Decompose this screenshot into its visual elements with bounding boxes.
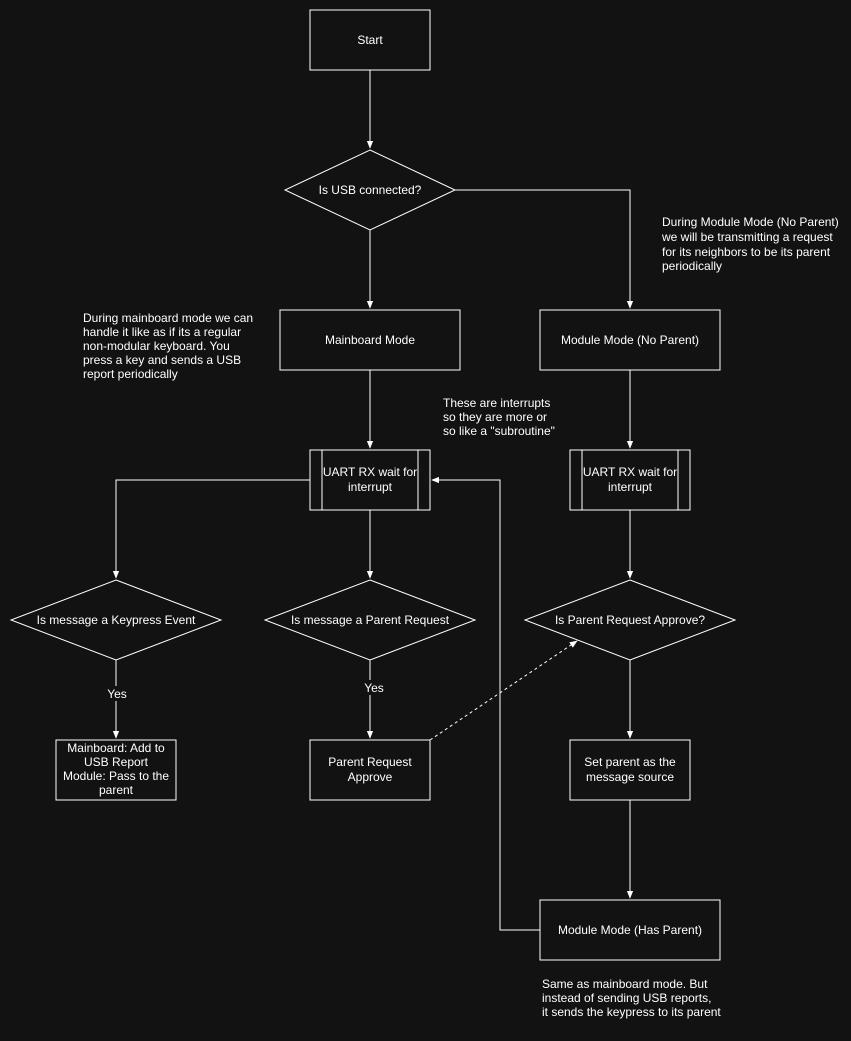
node-keypress-check: Is message a Keypress Event [9, 579, 223, 661]
svg-text:Start: Start [357, 33, 383, 47]
svg-text:message source: message source [586, 770, 674, 784]
node-mainboard-mode: Mainboard Mode [279, 309, 461, 371]
nodes: Start Is USB connected? Mainboard Mode M… [9, 9, 737, 961]
edge-dashed-approve [429, 640, 578, 741]
svg-text:Module Mode (No Parent): Module Mode (No Parent) [561, 333, 699, 347]
edge-usb-to-module [455, 189, 634, 309]
svg-text:interrupt: interrupt [348, 480, 393, 494]
svg-text:parent: parent [99, 783, 134, 797]
node-add-to-report: Mainboard: Add to USB Report Module: Pas… [55, 739, 177, 801]
node-usb-check: Is USB connected? [283, 149, 457, 231]
node-start: Start [309, 9, 431, 71]
svg-text:instead of sending USB reports: instead of sending USB reports, [542, 991, 711, 1005]
svg-text:Approve: Approve [348, 770, 393, 784]
svg-text:so they are more or: so they are more or [443, 410, 547, 424]
svg-text:handle it like as if its a reg: handle it like as if its a regular [83, 325, 241, 339]
svg-text:Same as mainboard mode. But: Same as mainboard mode. But [542, 977, 708, 991]
node-module-mode-no-parent: Module Mode (No Parent) [539, 309, 721, 371]
svg-text:Mainboard Mode: Mainboard Mode [325, 333, 415, 347]
node-parent-request-approve: Parent Request Approve [309, 739, 431, 801]
svg-text:During mainboard mode we can: During mainboard mode we can [83, 311, 253, 325]
svg-text:UART RX wait for: UART RX wait for [323, 465, 417, 479]
svg-text:Module: Pass to the: Module: Pass to the [63, 769, 169, 783]
svg-text:periodically: periodically [662, 259, 722, 273]
svg-text:These are interrupts: These are interrupts [443, 396, 550, 410]
edge-has-parent-to-uart [431, 476, 540, 931]
svg-text:Module Mode (Has Parent): Module Mode (Has Parent) [558, 923, 702, 937]
node-uart-rx-right: UART RX wait for interrupt [569, 449, 691, 511]
edge-uart-to-keypress [112, 479, 310, 579]
note-mainboard: During mainboard mode we can handle it l… [83, 311, 253, 381]
svg-text:press a key and sends a USB: press a key and sends a USB [83, 353, 241, 367]
node-set-parent: Set parent as the message source [569, 739, 691, 801]
note-module-no-parent: During Module Mode (No Parent) we will b… [661, 215, 839, 273]
svg-text:Parent Request: Parent Request [328, 755, 412, 769]
svg-text:Is Parent Request Approve?: Is Parent Request Approve? [555, 613, 705, 627]
svg-text:interrupt: interrupt [608, 480, 653, 494]
node-parent-request-check: Is message a Parent Request [263, 579, 477, 661]
svg-text:it sends the keypress to its p: it sends the keypress to its parent [542, 1005, 721, 1019]
node-parent-approve-check: Is Parent Request Approve? [523, 579, 737, 661]
svg-text:Is message a Keypress Event: Is message a Keypress Event [37, 613, 196, 627]
svg-text:Is message a Parent Request: Is message a Parent Request [291, 613, 450, 627]
svg-text:Is USB connected?: Is USB connected? [319, 183, 422, 197]
node-uart-rx-left: UART RX wait for interrupt [309, 449, 431, 511]
svg-text:report periodically: report periodically [83, 367, 178, 381]
svg-text:we will be transmitting a requ: we will be transmitting a request [661, 230, 833, 244]
svg-text:UART RX wait for: UART RX wait for [583, 465, 677, 479]
note-has-parent: Same as mainboard mode. But instead of s… [542, 977, 721, 1019]
svg-text:Set parent as the: Set parent as the [584, 755, 676, 769]
svg-text:USB Report: USB Report [84, 755, 149, 769]
note-interrupts: These are interrupts so they are more or… [443, 396, 555, 438]
svg-text:Mainboard: Add to: Mainboard: Add to [67, 741, 165, 755]
svg-text:During Module Mode (No Parent): During Module Mode (No Parent) [662, 215, 839, 229]
svg-text:for its neighbors to be its pa: for its neighbors to be its parent [662, 245, 831, 259]
edge-label-keypress-yes: Yes [107, 687, 127, 701]
edge-labels: Yes Yes [104, 680, 387, 701]
svg-text:non-modular keyboard. You: non-modular keyboard. You [83, 339, 230, 353]
edge-label-parent-request-yes: Yes [364, 681, 384, 695]
node-module-mode-has-parent: Module Mode (Has Parent) [539, 899, 721, 961]
edges [112, 70, 634, 931]
svg-text:so like a "subroutine": so like a "subroutine" [443, 424, 555, 438]
